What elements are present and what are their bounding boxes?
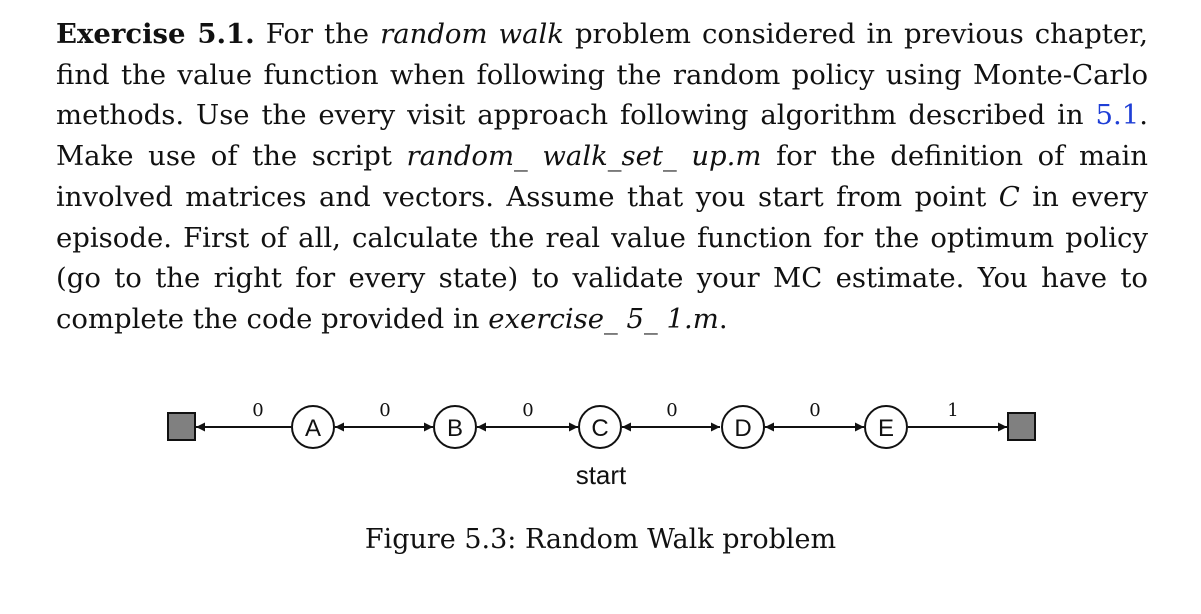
state-node-e: E — [864, 405, 908, 449]
state-label-d: D — [734, 415, 751, 442]
reward-label: 0 — [252, 400, 263, 421]
state-node-d: D — [721, 405, 765, 449]
start-point-symbol: C — [998, 180, 1020, 213]
state-label-c: C — [591, 415, 608, 442]
text-run: problem considered in previous chapter, … — [56, 18, 1148, 132]
reward-label: 1 — [947, 400, 958, 421]
exercise-paragraph: Exercise 5.1. For the random walk proble… — [56, 14, 1148, 340]
state-node-c: C — [578, 405, 622, 449]
text-run: for the definition of main involved matr… — [56, 140, 1148, 213]
left-terminal-state — [167, 412, 196, 441]
reward-label: 0 — [379, 400, 390, 421]
reward-label: 0 — [809, 400, 820, 421]
exercise-file-name: exercise_ 5_ 1.m — [488, 302, 719, 335]
text-run: in every episode. First of all, calculat… — [56, 180, 1149, 335]
random-walk-figure: A B C D E 0 0 0 0 0 1 start — [167, 400, 1036, 490]
state-label-b: B — [447, 415, 463, 442]
script-name: random_ walk_set_ up.m — [406, 140, 762, 173]
algorithm-reference-link[interactable]: 5.1 — [1095, 99, 1140, 132]
reward-label: 0 — [666, 400, 677, 421]
state-node-a: A — [291, 405, 335, 449]
text-run: . Make use of the script — [56, 99, 1148, 173]
right-terminal-state — [1007, 412, 1036, 441]
exercise-heading: Exercise 5.1. — [56, 18, 255, 50]
text-run: For the — [254, 18, 381, 50]
reward-label: 0 — [522, 400, 533, 421]
state-label-e: E — [878, 415, 894, 442]
text-run: . — [718, 302, 728, 335]
state-node-b: B — [433, 405, 477, 449]
italic-term: random walk — [380, 18, 564, 50]
start-label: start — [576, 460, 627, 490]
state-label-a: A — [305, 415, 321, 442]
figure-caption: Figure 5.3: Random Walk problem — [364, 524, 837, 555]
